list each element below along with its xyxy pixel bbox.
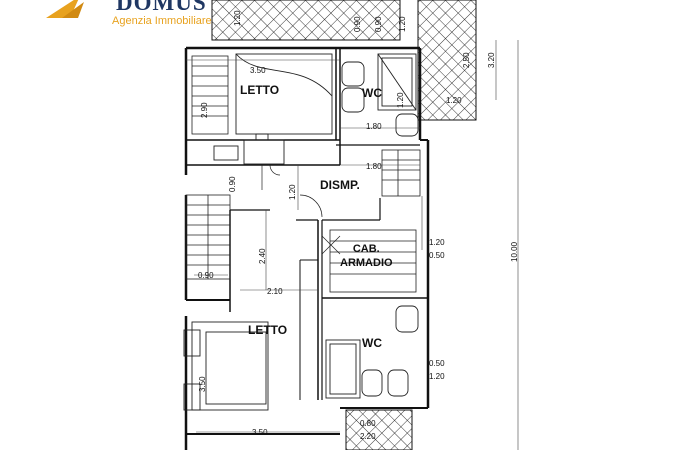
dimension-label: 2.20	[360, 432, 376, 441]
room-label-wc-bottom: WC	[362, 336, 382, 350]
logo-subtitle: Agenzia Immobiliare	[112, 15, 212, 27]
dimension-label: 2.50	[462, 52, 471, 68]
dimension-label: 1.80	[366, 122, 382, 131]
dimension-label: 2.40	[258, 248, 267, 264]
dimension-label: 3.20	[487, 52, 496, 68]
door-marks	[261, 164, 341, 255]
dimension-label: 0.50	[429, 359, 445, 368]
wc-bottom-fixtures	[325, 305, 419, 399]
terrace-top	[211, 0, 401, 41]
dimension-label: 1.20	[446, 96, 462, 105]
dimension-label: 1.20	[429, 372, 445, 381]
dimension-label: 0.90	[228, 176, 237, 192]
room-label-hallway: DISMP.	[320, 178, 360, 192]
dimension-label: 10.00	[510, 241, 519, 262]
logo-emblem-icon	[46, 0, 84, 18]
terrace-right	[417, 0, 477, 121]
room-label-wc-top: WC	[362, 86, 382, 100]
dimension-label: 0.90	[374, 16, 383, 32]
dimension-label: 0.90	[353, 16, 362, 32]
bed-bottom	[183, 321, 269, 411]
balcony-bottom	[345, 409, 413, 450]
dimension-label: 1.20	[398, 16, 407, 32]
dimension-label: 0.80	[360, 419, 376, 428]
dimension-lines	[186, 40, 519, 450]
room-label-bedroom-top: LETTO	[240, 83, 280, 97]
bed-top	[213, 53, 333, 165]
dimension-label: 1.20	[233, 10, 242, 26]
dimension-label: 0.50	[429, 251, 445, 260]
dimension-label: 1.20	[396, 92, 405, 108]
room-label-wardrobe-line2: ARMADIO	[340, 257, 393, 269]
dimension-label: 0.90	[198, 271, 214, 280]
dimension-label: 2.90	[200, 102, 209, 118]
dimension-label: 3.50	[250, 66, 266, 75]
staircase	[185, 55, 421, 293]
dimension-label: 1.80	[366, 162, 382, 171]
dimension-label: 3.50	[198, 376, 207, 392]
wc-top-fixtures	[341, 53, 419, 137]
room-label-wardrobe-line1: CAB.	[352, 243, 380, 255]
dimension-label: 2.10	[267, 287, 283, 296]
room-label-bedroom-bottom: LETTO	[248, 323, 288, 337]
logo-title: DOMUS	[116, 0, 207, 15]
dimension-label: 1.20	[429, 238, 445, 247]
dimension-label: 1.20	[288, 184, 297, 200]
agency-logo: DOMUS Agenzia Immobiliare	[30, 0, 212, 36]
dimension-label: 3.50	[252, 428, 268, 437]
room-label-wardrobe: CAB. ARMADIO	[340, 242, 393, 270]
